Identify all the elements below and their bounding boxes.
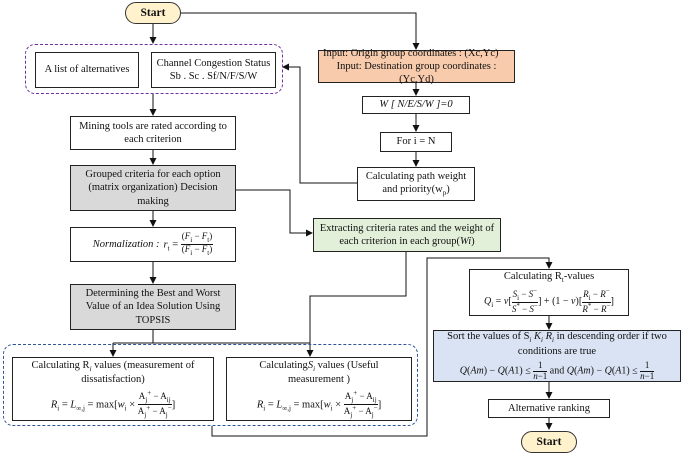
arrow-group-to-rt [211, 257, 553, 437]
extracting-box: Extracting criteria rates and the weight… [313, 218, 501, 252]
calc-s-label: CalculatingSi values (Useful measurement… [259, 359, 379, 386]
best-worst-label: Determining the Best and Worst Value of … [85, 288, 221, 326]
input-line1: Input: Origin group coordinates : (Xc,Yc… [323, 47, 499, 59]
w-condition-label: W [ N/E/S/W ]=0 [379, 99, 453, 111]
start-terminal-top: Start [125, 2, 181, 24]
path-weight-line2-wrap: and priority(wp) [382, 184, 450, 198]
extracting-line2: each criterion in each group( [339, 236, 461, 247]
calc-rt-label: Calculating Rt-values [504, 270, 594, 285]
extracting-wi: Wi [460, 236, 472, 247]
best-worst-box: Determining the Best and Worst Value of … [70, 284, 236, 330]
path-weight-box: Calculating path weight and priority(wp) [357, 167, 475, 201]
normalization-label: Normalization : [92, 238, 160, 250]
calc-r-title: Calculating R [31, 359, 90, 371]
calc-s-rest: values (Useful measurement ) [287, 359, 379, 386]
normalization-box: Normalization : rt = (Fi − Ft)(Fi − Ft) [70, 227, 236, 262]
calc-rt-title: Calculating R [503, 270, 562, 282]
path-weight-sub: p [442, 189, 447, 198]
calc-rt-formula: Qi = v[Si − S−S* − S−] + (1 − v)[Ri − R−… [483, 286, 614, 315]
start-top-label: Start [140, 7, 166, 19]
calc-r-rest: values (measurement of dissatisfaction) [81, 359, 195, 386]
calc-r-label: Calculating Ri values (measurement of di… [31, 359, 195, 386]
sort-line1: Sort the values of S [447, 331, 530, 343]
channel-label-line1: Channel Congestion Status [156, 57, 271, 69]
input-coordinates-box: Input: Origin group coordinates : (Xc,Yc… [318, 47, 515, 86]
mining-tools-box: Mining tools are rated according to each… [70, 116, 236, 150]
sort-line1-rest: in descending order if two conditions ar… [517, 331, 667, 357]
sort-box: Sort the values of Si Ki Ri in descendin… [433, 330, 681, 382]
input-line2: Input: Destination group coordinates : (… [336, 60, 497, 86]
calc-s-title: Calculating [259, 359, 308, 371]
inputs-group [25, 44, 283, 94]
for-loop-box: For i = N [380, 132, 452, 152]
start-terminal-bottom: Start [521, 431, 577, 453]
calc-s-box: CalculatingSi values (Useful measurement… [226, 357, 412, 421]
arrow-grouped-to-extracting [235, 189, 313, 237]
ranking-box: Alternative ranking [488, 399, 610, 418]
extracting-line2-wrap: each criterion in each group(Wi) [339, 236, 475, 247]
sort-label: Sort the values of Si Ki Ri in descendin… [447, 331, 667, 357]
for-loop-label: For i = N [396, 136, 436, 148]
start-bottom-label: Start [536, 436, 562, 448]
arrow-path-to-channel [282, 63, 357, 184]
ranking-label: Alternative ranking [508, 402, 590, 414]
arrow-start-to-input [181, 12, 420, 50]
path-weight-line2: and priority(w [382, 184, 443, 196]
grouped-criteria-box: Grouped criteria for each option (matrix… [70, 165, 236, 211]
calculation-group [3, 344, 418, 426]
calc-r-box: Calculating Ri values (measurement of di… [12, 357, 214, 421]
channel-label-line2: Sb . Sc . Sf/N/F/S/W [169, 71, 258, 82]
path-weight-line1: Calculating path weight [365, 171, 467, 183]
channel-status-box: Channel Congestion Status Sb . Sc . Sf/N… [151, 52, 276, 88]
calc-rt-rest: -values [563, 270, 595, 282]
grouped-criteria-label: Grouped criteria for each option (matrix… [85, 169, 221, 207]
calc-rt-box: Calculating Rt-values Qi = v[Si − S−S* −… [469, 269, 629, 316]
arrow-extracting-to-split [309, 252, 407, 343]
mining-tools-label: Mining tools are rated according to each… [79, 120, 227, 145]
w-condition-box: W [ N/E/S/W ]=0 [362, 96, 470, 114]
alternatives-box: A list of alternatives [35, 52, 139, 88]
extracting-line1: Extracting criteria rates and the weight… [319, 222, 495, 234]
calc-rt-sub: t [561, 275, 564, 284]
alternatives-label: A list of alternatives [44, 64, 130, 76]
normalization-formula: rt = (Fi − Ft)(Fi − Ft) [163, 230, 214, 257]
